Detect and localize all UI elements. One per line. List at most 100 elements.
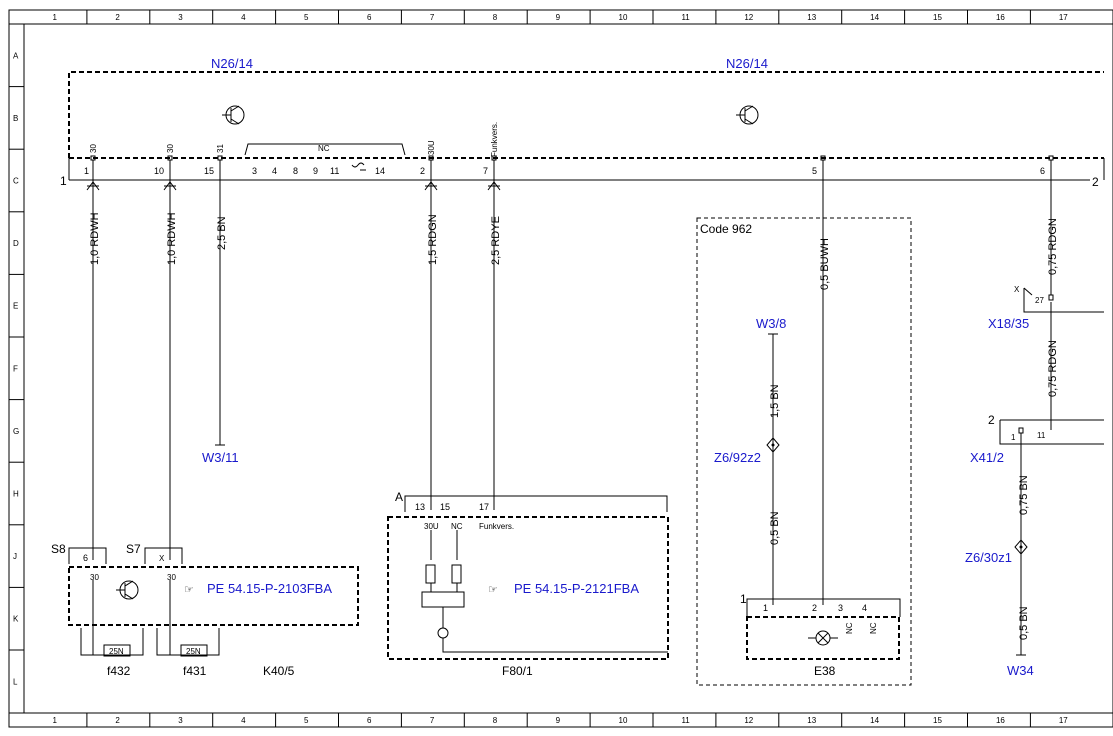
pin-number: 1 xyxy=(84,166,89,176)
pin-label: 31 xyxy=(216,144,225,153)
s8-pin: 6 xyxy=(83,553,88,563)
ground-w3-8: W3/8 xyxy=(756,316,786,331)
grid-column-label: 12 xyxy=(744,716,753,725)
pe-reference-f80: PE 54.15-P-2121FBA xyxy=(514,581,639,596)
f80-pin: 15 xyxy=(440,502,450,512)
wire-label: 0,5 BUWH xyxy=(819,238,831,290)
grid-row-label: F xyxy=(13,364,18,373)
grid-row-label: B xyxy=(13,114,18,123)
grid-row-label: G xyxy=(13,427,19,436)
wire-label: 0,75 RDGN xyxy=(1047,218,1059,275)
grid-column-label: 5 xyxy=(304,716,309,725)
grid-column-label: 1 xyxy=(52,13,57,22)
pin-number: 2 xyxy=(420,166,425,176)
pin-number: 5 xyxy=(812,166,817,176)
wire-label: 2,5 BN xyxy=(216,216,228,250)
pin-number: 3 xyxy=(252,166,257,176)
grid-column-label: 11 xyxy=(681,13,690,22)
e38-lamp-outline xyxy=(746,616,900,660)
splice-icon xyxy=(1014,539,1028,555)
wire-label: 1,0 RDWH xyxy=(166,212,178,265)
fuse-rating: 25N xyxy=(186,647,201,656)
f80-pin-label: 30U xyxy=(424,522,439,531)
grid-column-label: 5 xyxy=(304,13,309,22)
switch-s7-label: S7 xyxy=(126,542,141,556)
grid-column-label: 2 xyxy=(115,716,120,725)
f80-pin-label: Funkvers. xyxy=(479,522,514,531)
grid-row-label: K xyxy=(13,615,19,624)
grid-column-label: 4 xyxy=(241,716,246,725)
k40-5-module-outline xyxy=(68,566,359,626)
e38-num: 1 xyxy=(740,592,747,606)
connector-x41-2: X41/2 xyxy=(970,450,1004,465)
wire-label: 0,75 BN xyxy=(1018,475,1030,515)
grid-column-label: 10 xyxy=(619,716,628,725)
x18-x-mark: X xyxy=(1014,285,1020,294)
f80-pin: 13 xyxy=(415,502,425,512)
n26-label-right: N26/14 xyxy=(726,56,768,71)
fuse-f431-label: f431 xyxy=(183,664,207,678)
wire-label: 0,75 RDGN xyxy=(1047,340,1059,397)
grid-row-label: L xyxy=(13,677,18,686)
grid-column-label: 9 xyxy=(556,716,561,725)
grid-column-label: 11 xyxy=(681,716,690,725)
pin-label: 30 xyxy=(166,144,175,153)
pin-number: 11 xyxy=(330,166,339,176)
grid-column-label: 9 xyxy=(556,13,561,22)
splice-z6-92z2: Z6/92z2 xyxy=(714,450,761,465)
grid-column-label: 15 xyxy=(933,716,942,725)
connector-arrows xyxy=(86,181,501,191)
wire-label: 1,0 RDWH xyxy=(89,212,101,265)
x41-num: 2 xyxy=(988,413,995,427)
pin-number: 15 xyxy=(204,166,214,176)
grid-column-label: 8 xyxy=(493,13,498,22)
pin-number: 14 xyxy=(375,166,385,176)
pin-number: 7 xyxy=(483,166,488,176)
grid-column-label: 7 xyxy=(430,13,435,22)
e38-nc: NC xyxy=(869,622,878,634)
transistor-icon xyxy=(736,105,759,125)
grid-column-label: 16 xyxy=(996,716,1005,725)
pin-number: 10 xyxy=(154,166,164,176)
wire-label: 1,5 RDGN xyxy=(427,214,439,265)
wire-label: 1,5 BN xyxy=(769,384,781,418)
x18-pin: 27 xyxy=(1035,296,1044,305)
grid-column-label: 4 xyxy=(241,13,246,22)
pin-label: 30U xyxy=(427,140,436,155)
f80-1-module-outline xyxy=(387,516,669,660)
code-962-box xyxy=(696,217,912,686)
grid-column-label: 15 xyxy=(933,13,942,22)
e38-pin: 4 xyxy=(862,603,867,613)
lamp-e38-label: E38 xyxy=(814,664,836,678)
ground-w3-11: W3/11 xyxy=(202,450,239,465)
pointer-icon: ☞ xyxy=(488,584,498,596)
fuse-holder-icon xyxy=(421,530,668,653)
pin-label: Funkvers. xyxy=(490,122,499,157)
e38-nc: NC xyxy=(845,622,854,634)
grid-row-label: E xyxy=(13,302,18,311)
connector-x18-35: X18/35 xyxy=(988,316,1029,331)
f80-a-label: A xyxy=(395,490,403,504)
grid-column-label: 13 xyxy=(807,13,816,22)
grid-row-label: C xyxy=(13,177,19,186)
f80-pin: 17 xyxy=(479,502,489,512)
x41-pin: 11 xyxy=(1037,431,1046,440)
k40-pin: 30 xyxy=(167,573,176,582)
transistor-icon xyxy=(116,580,139,600)
grid-column-label: 6 xyxy=(367,13,372,22)
grid-column-label: 7 xyxy=(430,716,435,725)
n26-label-left: N26/14 xyxy=(211,56,253,71)
grid-column-label: 14 xyxy=(870,13,879,22)
pin-number: 4 xyxy=(272,166,277,176)
fuse-f432-label: f432 xyxy=(107,664,131,678)
grid-column-label: 8 xyxy=(493,716,498,725)
grid-column-label: 6 xyxy=(367,716,372,725)
relay-k40-5-label: K40/5 xyxy=(263,664,295,678)
pe-reference-k40: PE 54.15-P-2103FBA xyxy=(207,581,332,596)
wire-label: 0,5 BN xyxy=(1018,606,1030,640)
k40-pin: 30 xyxy=(90,573,99,582)
grid-column-label: 17 xyxy=(1059,716,1068,725)
grid-row-label: D xyxy=(13,239,19,248)
grid-column-label: 10 xyxy=(619,13,628,22)
